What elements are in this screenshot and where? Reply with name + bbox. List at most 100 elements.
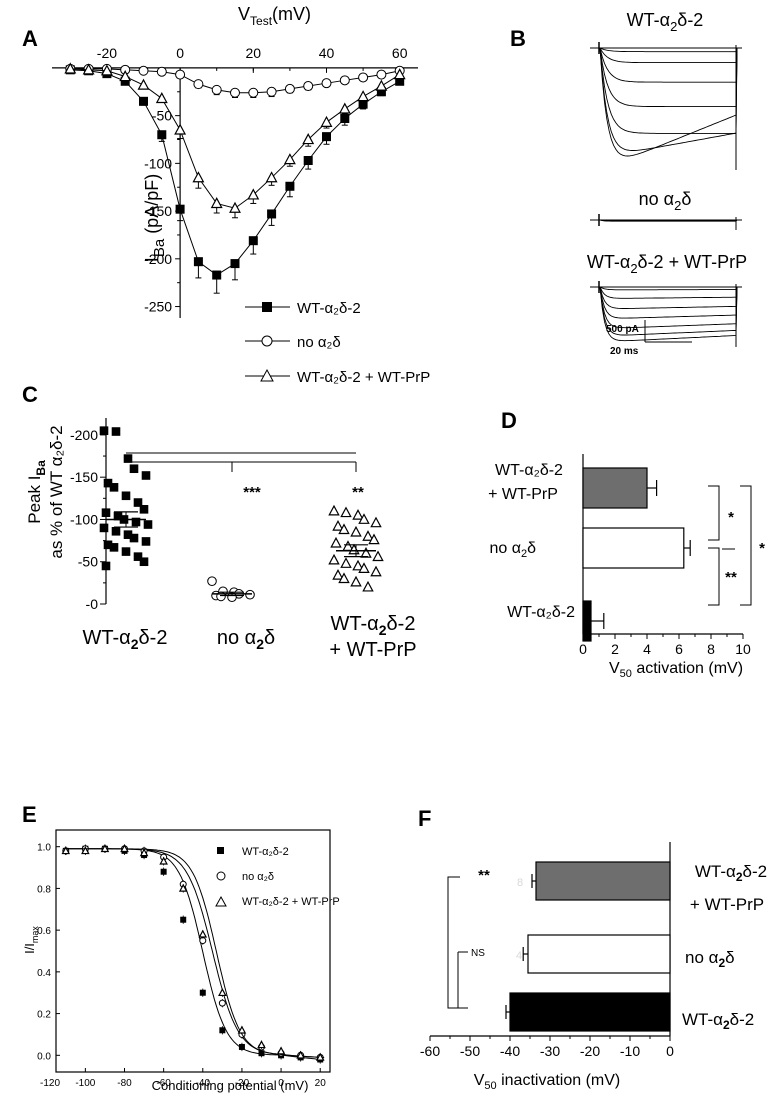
panel-c-point [141,537,151,546]
panel-d-xtick-label: 4 [643,641,651,657]
panel-d-cat-top-2: + WT-PrP [488,486,558,503]
panel-b-trace [590,47,738,157]
panel-e-legend-3: WT-α₂δ-2 + WT-PrP [242,896,340,908]
panel-f-xtick-label: -20 [580,1043,600,1059]
panel-c-point [372,550,384,562]
panel-c-point [143,520,153,529]
panel-a-point [322,132,331,142]
panel-c-point [131,517,141,527]
panel-c-cat-1: WT-α2δ-2 [83,627,168,652]
panel-e-point [180,916,187,923]
panel-c-point [109,543,119,552]
panel-e-point [238,1043,245,1050]
panel-e-point [219,1027,226,1034]
panel-d-xtick-label: 10 [735,641,751,657]
panel-e-legend-1: WT-α₂δ-2 [242,846,289,858]
panel-c-point [111,526,121,536]
panel-a-point [339,75,350,86]
panel-a-point [82,63,95,75]
panel-b-trace-groups [590,42,742,347]
panel-a-point [376,69,387,80]
legend-marker-circle [261,335,273,347]
panel-c-sig-2: ** [352,484,364,501]
panel-f-xtick-label: -30 [540,1043,560,1059]
panel-d-xtick-label: 2 [611,641,619,657]
panel-a-point [285,181,295,191]
panel-a-point [303,81,314,92]
panel-e-point [159,856,168,865]
panel-a-point [210,197,223,209]
panel-a-point [175,69,186,80]
panel-e-point [218,999,226,1007]
panel-e-point [61,846,71,855]
panel-c-point [368,533,380,545]
panel-letter-f: F [418,806,431,831]
panel-e-xtick-label: -20 [235,1078,250,1089]
panel-a-point [139,96,148,106]
panel-f-cat-bot: WT-α2δ-2 [682,1010,754,1032]
panel-c-point [338,523,350,535]
panel-c-point [332,520,344,531]
panel-c-point [113,511,123,521]
panel-c-cat-3b: + WT-PrP [329,639,416,661]
panel-f-cat-mid: no α2δ [685,948,735,970]
panel-d-sig-2: ** [725,569,737,586]
panel-letter-a: A [22,26,38,51]
panel-a-ytick-label: -50 [152,108,172,124]
panel-e-ytick-label: 0.0 [37,1051,51,1062]
panel-a-ytick-label: -100 [144,155,172,171]
panel-b-traces-3 [590,281,742,347]
panel-e-point [100,844,110,853]
panel-a-point [229,201,241,213]
legend-marker-triangle [260,368,274,382]
panel-c-group-3 [328,504,384,592]
panel-a-point [267,209,277,219]
panel-c-peak-current-scatter: C -0-50-100-150-200 Peak IBa as % of WT … [22,382,417,661]
panel-d-sig-1: * [728,509,734,526]
panel-e-xtick-label: -60 [156,1078,171,1089]
panel-f-xtick-label: -40 [500,1043,520,1059]
panel-c-point [360,547,372,558]
panel-a-point [193,79,204,90]
panel-a-xtick-label: 60 [392,45,408,61]
panel-b-trace [590,219,738,222]
panel-c-point [103,540,113,550]
panel-e-xtick-label: -80 [117,1078,132,1089]
panel-e-ytick-label: 1.0 [37,843,51,854]
panel-a-point [358,99,368,109]
panel-e-series-2 [62,844,325,1062]
panel-f-xtick-label: -10 [620,1043,640,1059]
panel-a-legend-3: WT-α₂δ-2 + WT-PrP [297,369,430,386]
panel-letter-b: B [510,26,526,51]
panel-b-trace [590,286,738,336]
panel-c-group-2 [207,576,255,603]
panel-c-point [330,536,342,548]
panel-a-point [157,130,167,140]
panel-c-point [111,427,121,436]
panel-c-points [99,426,384,603]
panel-a-point [393,68,406,80]
panel-e-point [199,989,206,996]
panel-c-point [370,516,382,528]
panel-b-trace [590,286,738,342]
panel-e-ytick-label: 0.4 [37,968,51,979]
panel-e-point [139,848,149,857]
panel-f-sig-2: NS [471,948,485,959]
panel-e-legend-2: no α₂δ [242,871,274,883]
panel-a-point [100,64,113,76]
panel-c-point [121,491,131,501]
panel-a-point [230,259,240,269]
panel-c-point [141,471,151,480]
panel-c-cat-3a: WT-α2δ-2 [331,613,416,638]
panel-a-point [302,133,315,145]
panel-a-point [174,123,187,135]
panel-a-point [211,84,222,95]
panel-f-watermark-2: 4 [516,950,522,962]
panel-e-series-3 [61,844,325,1062]
panel-a-point [212,270,222,280]
panel-e-ytick-label: 0.2 [37,1010,51,1021]
panel-a-point [338,102,351,114]
